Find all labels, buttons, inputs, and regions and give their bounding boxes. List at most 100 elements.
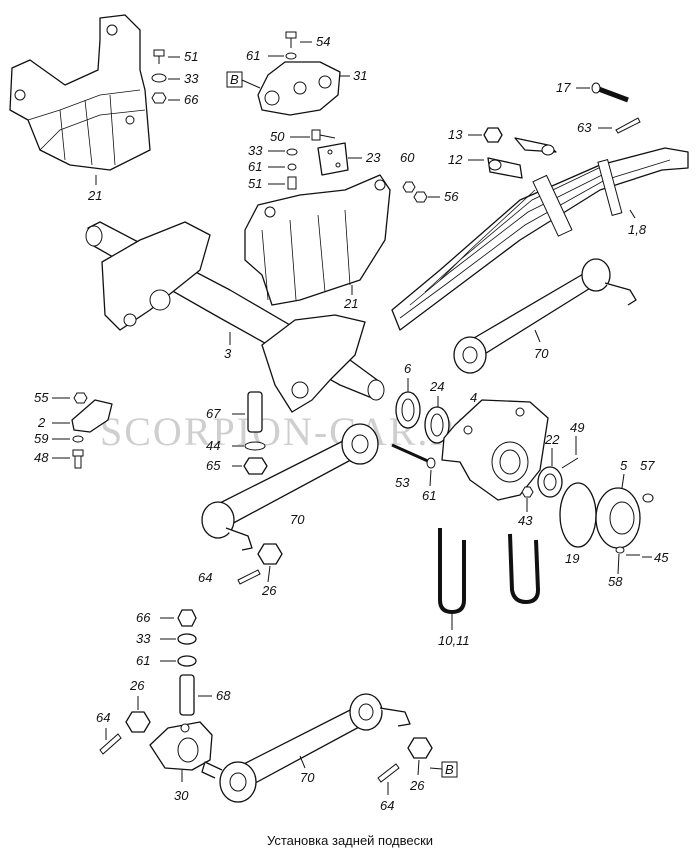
label-24: 24	[429, 379, 444, 394]
label-5: 5	[620, 458, 628, 473]
cap-31	[257, 61, 341, 116]
label-65: 65	[206, 458, 221, 473]
reaction-rod-70-upper	[453, 258, 637, 374]
label-61-top: 61	[246, 48, 260, 63]
washer-61-right	[426, 457, 436, 469]
bolt-51-mid	[287, 176, 297, 190]
label-50: 50	[270, 129, 285, 144]
washer-61-mid	[287, 163, 297, 171]
label-58: 58	[608, 574, 623, 589]
view-marker-top: B	[230, 72, 239, 87]
bolt-51-top	[153, 49, 165, 64]
label-66-bottom: 66	[136, 610, 151, 625]
seal-6	[395, 391, 421, 429]
label-31: 31	[353, 68, 367, 83]
reaction-rod-70-middle	[201, 423, 379, 551]
gasket-19	[559, 482, 597, 548]
castle-nut-26-middle	[257, 543, 283, 565]
nut-66-bottom	[177, 609, 197, 627]
pin-68	[179, 674, 195, 716]
label-53: 53	[395, 475, 410, 490]
label-30: 30	[174, 788, 189, 803]
label-21-top-left: 21	[87, 188, 102, 203]
label-44: 44	[206, 438, 220, 453]
label-61-mid: 61	[248, 159, 262, 174]
cotter-pin-64-bottom-right	[377, 763, 400, 783]
label-70-middle: 70	[290, 512, 305, 527]
nut-56	[413, 191, 428, 203]
plug-57	[642, 493, 654, 503]
bolt-53	[391, 443, 431, 464]
label-68: 68	[216, 688, 231, 703]
label-70-bottom: 70	[300, 770, 315, 785]
bracket-2	[71, 399, 113, 433]
trunnion-hub-4	[441, 399, 549, 501]
nut-60	[402, 181, 416, 193]
nut-43	[521, 486, 534, 498]
label-26-bottom-right: 26	[409, 778, 425, 793]
shackle-12	[487, 137, 557, 179]
label-63: 63	[577, 120, 592, 135]
label-43: 43	[518, 513, 533, 528]
label-61-bottom: 61	[136, 653, 150, 668]
bracket-30	[149, 721, 213, 771]
bolt-48	[72, 449, 84, 469]
label-51-top: 51	[184, 49, 198, 64]
view-marker-bottom: B	[445, 762, 454, 777]
bracket-21-center	[244, 174, 391, 306]
label-60: 60	[400, 150, 415, 165]
label-33-top: 33	[184, 71, 199, 86]
label-64-bottom-right: 64	[380, 798, 394, 813]
bolt-50	[311, 129, 336, 141]
label-66-top: 66	[184, 92, 199, 107]
plate-23	[317, 142, 349, 176]
label-22: 22	[544, 432, 560, 447]
washer-33-top	[151, 73, 167, 83]
label-3: 3	[224, 346, 232, 361]
label-59: 59	[34, 431, 48, 446]
watermark: SCORPION-CAR.RU	[100, 409, 489, 454]
label-26-middle: 26	[261, 583, 277, 598]
label-1-8: 1,8	[628, 222, 647, 237]
view-marker-box-top	[226, 71, 243, 88]
label-10-11: 10,11	[438, 633, 470, 648]
label-2: 2	[37, 415, 46, 430]
seal-24	[424, 406, 450, 444]
nut-13	[483, 127, 503, 143]
label-6: 6	[404, 361, 412, 376]
washer-61-top	[285, 52, 297, 60]
leaf-spring-1-8	[391, 147, 689, 331]
washer-33-mid	[286, 148, 298, 156]
label-19: 19	[565, 551, 579, 566]
label-12: 12	[448, 152, 463, 167]
label-4: 4	[470, 390, 477, 405]
diagram-caption: Установка задней подвески	[266, 833, 434, 848]
nut-65	[243, 457, 268, 475]
nut-55	[73, 392, 88, 404]
label-64-middle: 64	[198, 570, 212, 585]
u-bolts-10-11	[438, 528, 540, 614]
label-45: 45	[654, 550, 669, 565]
washer-44	[244, 441, 266, 451]
washer-61-bottom	[177, 655, 197, 667]
pin-17	[591, 82, 629, 103]
axle-3	[85, 221, 385, 413]
label-21-center: 21	[343, 296, 358, 311]
bolt-54	[285, 31, 297, 48]
label-13: 13	[448, 127, 463, 142]
label-17: 17	[556, 80, 571, 95]
label-54: 54	[316, 34, 330, 49]
washer-58	[615, 546, 625, 554]
bearing-22	[537, 466, 563, 498]
castle-nut-26-bottom-left	[125, 711, 151, 733]
label-33-mid: 33	[248, 143, 263, 158]
bracket-21-top-left	[9, 14, 151, 171]
nut-66-top	[151, 92, 167, 104]
label-49: 49	[570, 420, 584, 435]
cotter-pin-64-bottom-left	[99, 733, 122, 755]
label-55: 55	[34, 390, 49, 405]
label-23: 23	[365, 150, 381, 165]
label-26-bottom-left: 26	[129, 678, 145, 693]
label-61-right: 61	[422, 488, 436, 503]
